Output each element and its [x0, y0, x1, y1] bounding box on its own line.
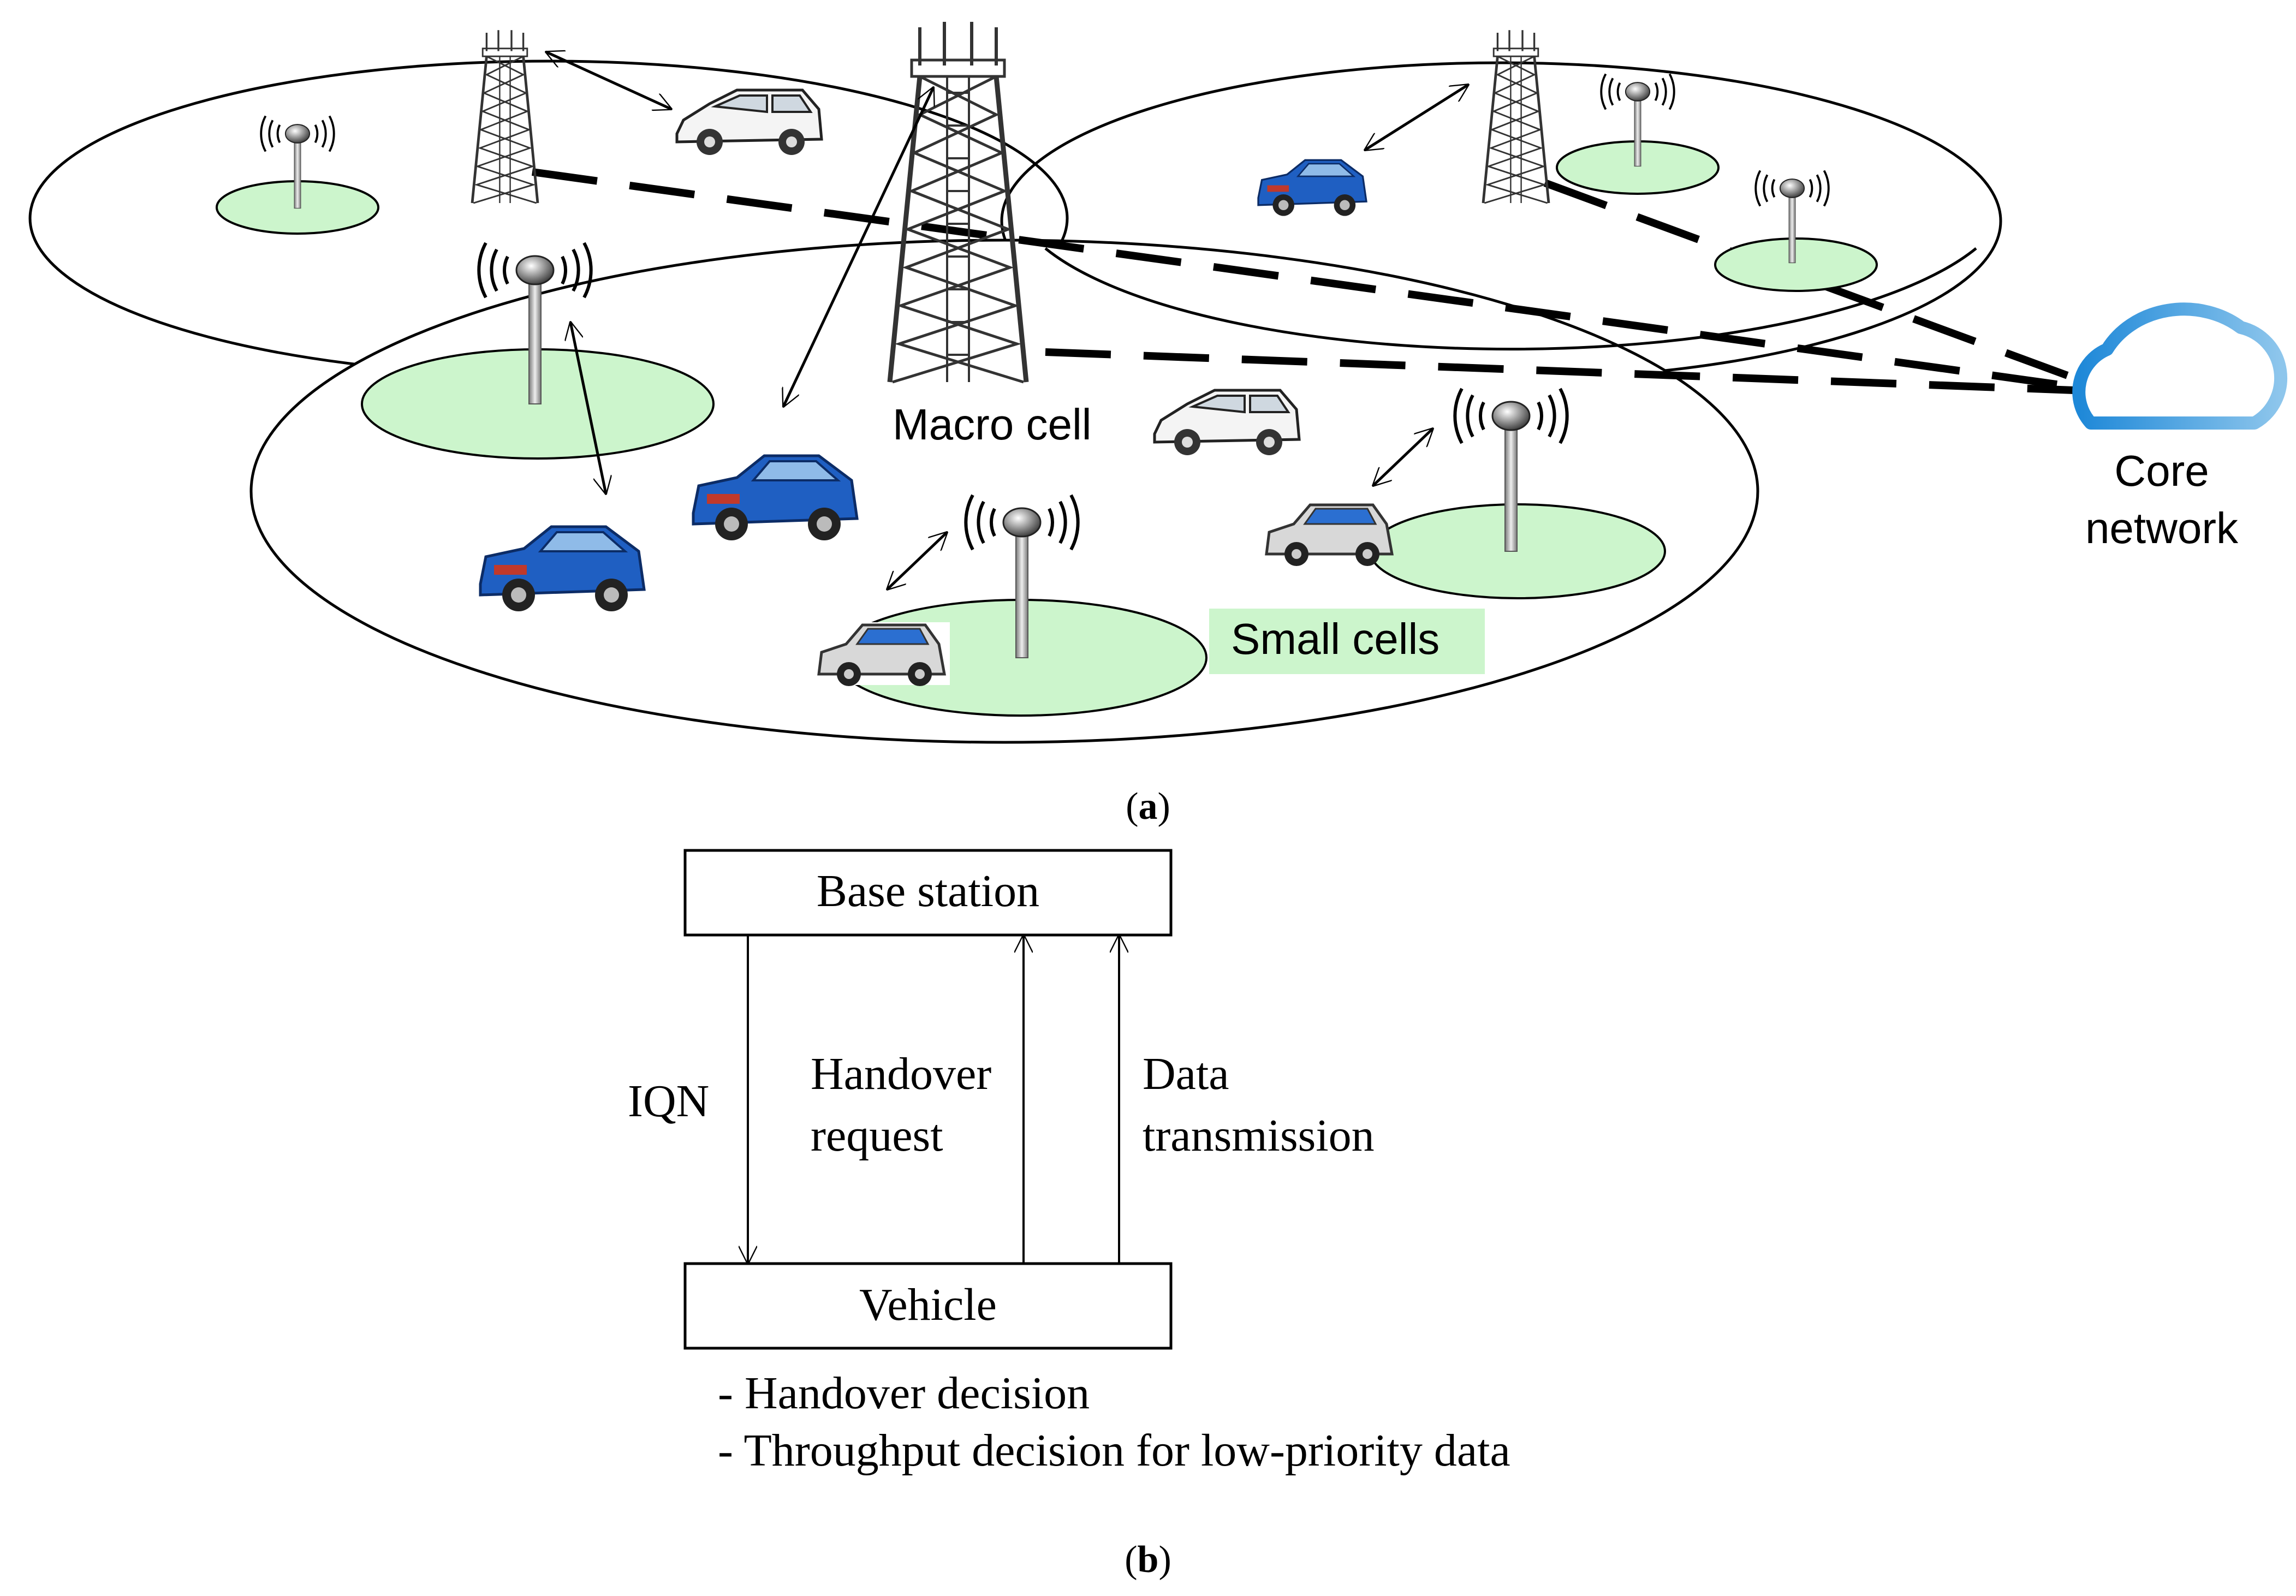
cloud-icon — [2072, 302, 2287, 430]
link-arrow — [783, 87, 933, 407]
handover-request-label-line2: request — [811, 1110, 943, 1161]
data-transmission-label-line1: Data — [1143, 1049, 1229, 1099]
small-cell-antenna-icon — [1600, 73, 1675, 167]
caption-a-open: ( — [1126, 785, 1138, 827]
caption-b-letter: b — [1138, 1539, 1159, 1581]
data-transmission-label-line2: transmission — [1143, 1110, 1375, 1161]
base-station-label: Base station — [817, 866, 1039, 916]
macro-tower-left-icon — [471, 30, 539, 204]
small-cell-antenna-icon — [477, 242, 593, 404]
link-arrow — [570, 322, 606, 494]
small-cell-antenna-icon — [964, 494, 1080, 658]
blue-car-icon — [1257, 159, 1367, 216]
white-car-icon — [1153, 389, 1301, 455]
link-arrow — [887, 532, 947, 589]
part-a: Macro cell Small cells Core network (a) — [28, 22, 2287, 827]
white-car-icon — [675, 88, 823, 155]
handover-request-label-line1: Handover — [811, 1049, 991, 1099]
vehicle-label: Vehicle — [859, 1279, 997, 1330]
caption-b: (b) — [1125, 1539, 1171, 1581]
caption-a-close: ) — [1158, 785, 1170, 827]
small-cells-label: Small cells — [1231, 615, 1440, 663]
link-arrow — [1365, 85, 1468, 150]
link-arrow — [1373, 428, 1433, 486]
vehicle-box — [683, 1262, 1173, 1350]
iqn-label: IQN — [628, 1076, 709, 1127]
base-station-box — [683, 849, 1173, 937]
caption-b-close: ) — [1158, 1539, 1171, 1581]
wireless-links — [546, 52, 1468, 589]
blue-car-icon — [479, 525, 646, 611]
small-cell-antenna-icon — [1453, 388, 1569, 552]
blue-car-icon — [692, 454, 859, 540]
macro-cell-label: Macro cell — [893, 400, 1092, 449]
core-network-label-line2: network — [2085, 504, 2239, 552]
mini-car-icon — [816, 622, 950, 686]
vehicle-note: - Handover decision — [718, 1368, 1090, 1419]
small-cells-label-background — [1209, 609, 1485, 674]
caption-a: (a) — [1126, 785, 1170, 827]
core-network-label-line1: Core — [2114, 446, 2209, 495]
caption-a-letter: a — [1139, 785, 1158, 827]
small-cell-antenna-icon — [1754, 170, 1830, 264]
small-cell-antenna-icon — [260, 115, 335, 209]
mini-car-icon — [1265, 503, 1394, 566]
cars — [479, 88, 1394, 686]
link-arrow — [546, 52, 671, 109]
macro-tower-right-icon — [1482, 30, 1550, 204]
small-cell-antennas — [260, 73, 1830, 658]
macro-cell-coverage-right-lower — [1044, 247, 1977, 351]
caption-b-open: ( — [1125, 1539, 1137, 1581]
vehicle-note: - Throughput decision for low-priority d… — [718, 1425, 1510, 1476]
part-b: Base station Vehicle IQN Handover reques… — [628, 849, 1510, 1581]
